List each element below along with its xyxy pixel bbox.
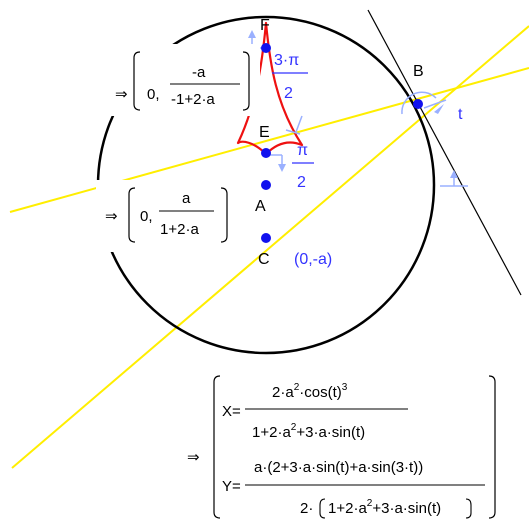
svg-text:Y=: Y= bbox=[222, 478, 241, 495]
svg-text:a·(2+3·a·sin(t)+a·sin(3·t)): a·(2+3·a·sin(t)+a·sin(3·t)) bbox=[254, 459, 423, 476]
svg-text:2: 2 bbox=[297, 174, 306, 191]
svg-text:-1+2·a: -1+2·a bbox=[171, 91, 215, 108]
svg-text:3·π: 3·π bbox=[274, 52, 299, 69]
point-a[interactable] bbox=[261, 180, 271, 190]
yellow-line-through-c[interactable] bbox=[11, 25, 529, 469]
e-coordinate-expression: ⇒ 0, a 1+2·a bbox=[96, 180, 236, 252]
label-e: E bbox=[259, 124, 270, 141]
parametric-xy-expression: ⇒ X= 2·a2·cos(t)3 1+2·a2+3·a·sin(t) Y= a… bbox=[180, 372, 500, 522]
label-a: A bbox=[255, 198, 266, 215]
svg-text:-a: -a bbox=[192, 64, 206, 81]
svg-text:a: a bbox=[182, 190, 191, 207]
svg-text:2·: 2· bbox=[300, 500, 313, 517]
point-c[interactable] bbox=[261, 233, 271, 243]
point-e[interactable] bbox=[261, 148, 271, 158]
tangent-line[interactable] bbox=[367, 9, 522, 296]
implies-arrow: ⇒ bbox=[115, 86, 128, 103]
label-c-coord: (0,-a) bbox=[294, 251, 332, 268]
svg-text:0,: 0, bbox=[147, 86, 160, 103]
point-b[interactable] bbox=[413, 99, 423, 109]
angle-handle-right[interactable] bbox=[440, 170, 468, 187]
angle-label-3pi-2: 3·π 2 bbox=[272, 52, 308, 102]
svg-text:1+2·a2+3·a·sin(t): 1+2·a2+3·a·sin(t) bbox=[252, 422, 365, 441]
label-f: F bbox=[260, 17, 270, 34]
implies-arrow: ⇒ bbox=[187, 449, 200, 466]
svg-text:2·a2·cos(t)3: 2·a2·cos(t)3 bbox=[272, 382, 348, 401]
implies-arrow: ⇒ bbox=[105, 208, 118, 225]
label-c: C bbox=[258, 251, 270, 268]
svg-text:2: 2 bbox=[284, 85, 293, 102]
f-coordinate-expression: ⇒ 0, -a -1+2·a bbox=[80, 44, 260, 116]
svg-text:1+2·a: 1+2·a bbox=[160, 221, 199, 238]
svg-text:0,: 0, bbox=[140, 208, 153, 225]
svg-text:π: π bbox=[297, 142, 308, 159]
angle-handle-b[interactable] bbox=[401, 91, 447, 115]
label-t: t bbox=[458, 106, 463, 123]
svg-text:1+2·a2+3·a·sin(t): 1+2·a2+3·a·sin(t) bbox=[328, 498, 441, 517]
label-b: B bbox=[413, 63, 424, 80]
angle-label-pi-2: π 2 bbox=[292, 142, 314, 191]
svg-text:X=: X= bbox=[222, 403, 241, 420]
point-f[interactable] bbox=[261, 43, 271, 53]
